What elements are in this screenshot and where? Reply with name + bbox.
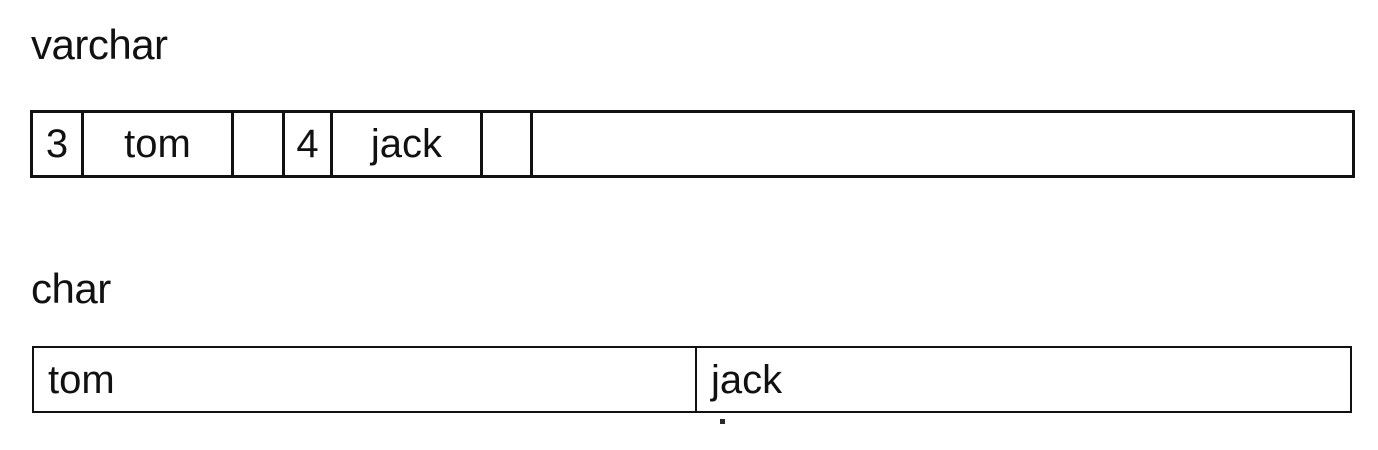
- varchar-section-label: varchar: [31, 21, 168, 68]
- varchar-storage-row: 3 tom 4 jack: [30, 110, 1355, 178]
- varchar-length-prefix-jack: 4: [285, 113, 333, 175]
- varchar-free-space: [533, 113, 1352, 175]
- varchar-separator-after-jack: [483, 113, 533, 175]
- varchar-value-tom: tom: [84, 113, 234, 175]
- char-fixed-slot-tom: tom: [34, 348, 697, 411]
- char-fixed-slot-jack: jack: [697, 348, 1350, 411]
- char-storage-row: tom jack: [32, 346, 1352, 413]
- varchar-value-jack: jack: [333, 113, 483, 175]
- char-section-label: char: [31, 265, 111, 312]
- varchar-separator-after-tom: [234, 113, 285, 175]
- varchar-length-prefix-tom: 3: [33, 113, 84, 175]
- ink-speck-artifact: [720, 419, 725, 424]
